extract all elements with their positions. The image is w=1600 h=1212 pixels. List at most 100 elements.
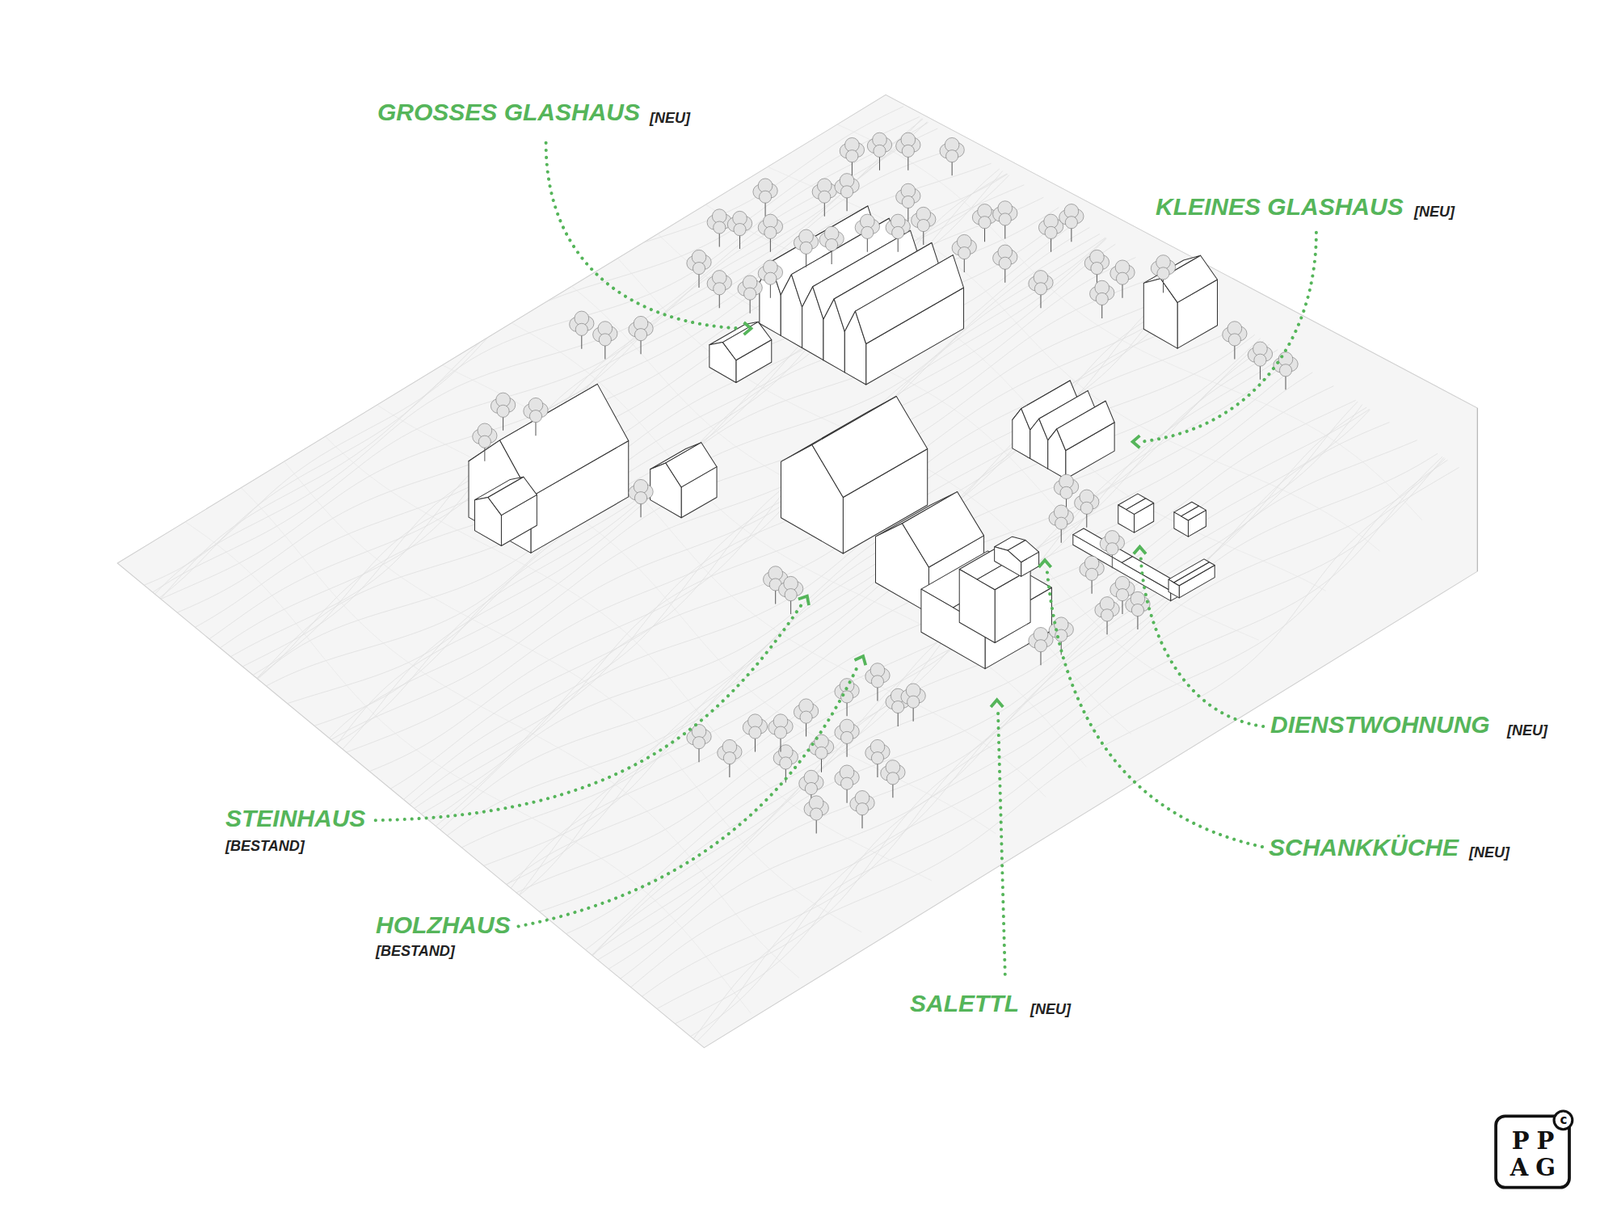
contour-line [176, 128, 938, 613]
contour-line [342, 234, 1100, 750]
contour-line [152, 118, 923, 594]
logo-letters: PP [1504, 1129, 1563, 1154]
tree [793, 698, 818, 737]
glasshouse-bay [855, 255, 965, 345]
tree [880, 760, 906, 799]
tree-crown [1279, 364, 1292, 377]
tree [1094, 597, 1120, 636]
contour-line [442, 365, 1045, 797]
contour-line [287, 214, 1070, 704]
tree-crown [1055, 517, 1068, 530]
holzhaus [901, 492, 984, 568]
tree [1048, 505, 1074, 544]
contour-line [592, 408, 1369, 956]
leader-line [997, 709, 1006, 975]
tree-crown [810, 808, 823, 821]
tree-crown [1034, 282, 1047, 295]
contour-line [390, 274, 1163, 789]
tree [717, 739, 742, 778]
contour-line [620, 422, 1390, 980]
contour-line [160, 118, 923, 599]
tree [1079, 555, 1104, 594]
contour-line [256, 197, 1044, 678]
tree-crown [873, 144, 886, 157]
contour-line [230, 175, 1009, 657]
tree-crown [978, 216, 991, 229]
schankkueche [1073, 534, 1171, 602]
tree [896, 132, 921, 171]
tree-crown [907, 695, 920, 708]
building-label: DIENSTWOHNUNG [1270, 712, 1491, 737]
contour-line [284, 461, 862, 932]
contour-line [505, 340, 1264, 885]
dienstwohnung [1181, 505, 1207, 521]
tree [972, 204, 997, 243]
tree-crown [901, 144, 914, 157]
contour-line [143, 106, 904, 586]
tree-crown [1086, 568, 1099, 581]
leader-line [1141, 555, 1264, 727]
tree-crown [575, 323, 588, 336]
tree [812, 178, 837, 217]
tree-crown [1090, 261, 1104, 274]
contour-line [461, 334, 1255, 848]
tree-crown [713, 282, 726, 295]
contour-line [159, 117, 919, 598]
house [665, 442, 717, 488]
contour-line [657, 233, 1259, 640]
tree [850, 791, 875, 830]
tree-crown [1115, 589, 1129, 602]
tree-crown [529, 410, 542, 423]
tree-crown [892, 700, 905, 713]
tree-crown [634, 328, 647, 342]
building-label: HOLZHAUS [375, 913, 511, 938]
contour-line [256, 185, 1024, 679]
tree [727, 210, 752, 249]
tree [1090, 280, 1115, 319]
tree-crown [1157, 267, 1170, 280]
tree-crown [784, 589, 797, 602]
status-tag: [NEU] [1469, 845, 1510, 860]
tree-crown [779, 757, 792, 770]
tree-crown [692, 261, 705, 274]
tree-crown [886, 772, 899, 785]
leader-line [546, 143, 744, 329]
tree-group [472, 132, 1298, 834]
tree-crown [1034, 640, 1047, 653]
tree-crown [800, 711, 813, 724]
tree-crown [841, 185, 854, 198]
logo-copyright: c [1560, 1114, 1568, 1127]
contour-line [566, 386, 1335, 935]
leader-group [375, 143, 1317, 975]
tree-crown [1095, 292, 1108, 305]
tree-crown [496, 404, 510, 417]
leader-arrowhead [744, 322, 752, 335]
contour-line [585, 400, 1356, 950]
tree-crown [713, 221, 726, 234]
terrain-edge [1477, 408, 1478, 572]
tree [865, 663, 890, 702]
building-label: STEINHAUS [225, 806, 366, 831]
building-label: SALETTL [909, 991, 1019, 1016]
tree [593, 321, 618, 360]
tree [951, 234, 977, 273]
tree [768, 714, 793, 753]
tree-crown [1228, 333, 1241, 346]
glasshouse-bay [1056, 400, 1115, 451]
tree [854, 214, 880, 253]
tree-crown [958, 247, 971, 260]
tree [628, 315, 653, 354]
status-tag: [BESTAND] [225, 838, 305, 854]
canopy [1007, 540, 1039, 563]
terrain [117, 94, 1478, 1048]
tree-crown [1060, 486, 1073, 499]
dienstwohnung [1126, 498, 1154, 515]
leader-arrowhead [1038, 560, 1051, 568]
tree [993, 244, 1018, 283]
contour-line [160, 122, 929, 600]
tree [569, 311, 594, 350]
tree-crown [841, 777, 854, 790]
tree [490, 392, 515, 431]
contour-line [331, 238, 1108, 740]
